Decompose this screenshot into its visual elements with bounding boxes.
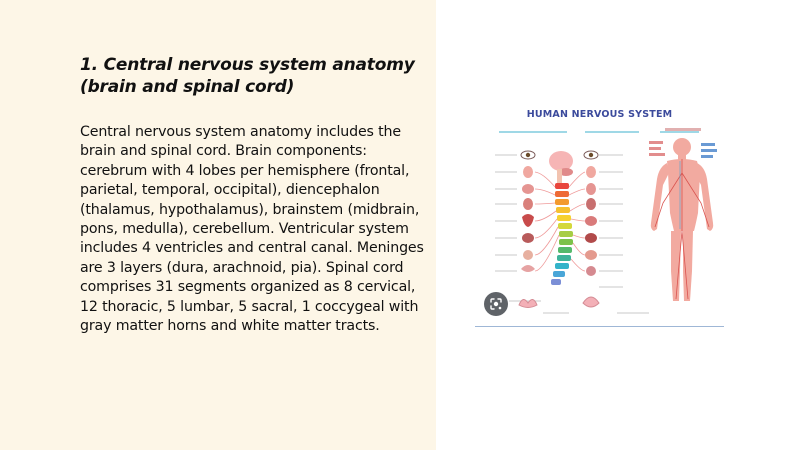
slide-body-text: Central nervous system anatomy includes … <box>80 124 424 335</box>
organ-icons-left <box>518 150 538 308</box>
organ-icons-right <box>582 150 600 308</box>
nervous-system-illustration <box>495 128 717 314</box>
nervous-system-figure: HUMAN NERVOUS SYSTEM <box>473 103 726 327</box>
text-panel <box>0 0 436 450</box>
slide-title: 1. Central nervous system anatomy (brain… <box>80 55 415 97</box>
figure-bottom-rule <box>475 326 724 327</box>
human-body-silhouette <box>650 138 714 301</box>
lens-search-button[interactable] <box>484 292 508 316</box>
brain-and-spine <box>534 151 586 285</box>
lens-search-icon <box>490 298 502 310</box>
figure-title: HUMAN NERVOUS SYSTEM <box>526 109 673 120</box>
